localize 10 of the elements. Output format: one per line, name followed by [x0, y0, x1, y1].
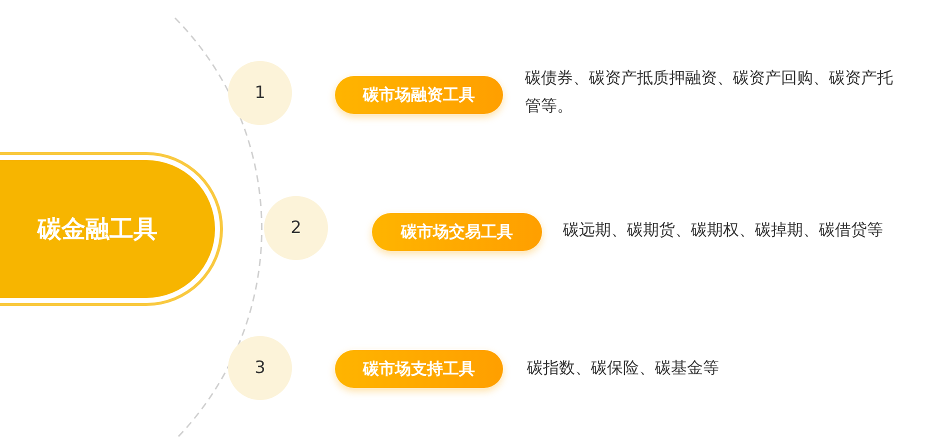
description-text: 碳指数、碳保险、碳基金等	[527, 357, 720, 379]
category-pill: 碳市场融资工具	[335, 76, 503, 114]
category-pill: 碳市场交易工具	[372, 213, 542, 251]
description-text: 碳远期、碳期货、碳期权、碳掉期、碳借贷等	[563, 219, 884, 241]
number-circle: 3	[228, 336, 292, 400]
number-circle: 1	[228, 61, 292, 125]
category-pill: 碳市场支持工具	[335, 350, 503, 388]
topic-pill: 碳金融工具	[0, 160, 215, 298]
description-text: 碳债券、碳资产抵质押融资、碳资产回购、碳资产托管等。	[525, 67, 894, 117]
number-circle: 2	[264, 196, 328, 260]
